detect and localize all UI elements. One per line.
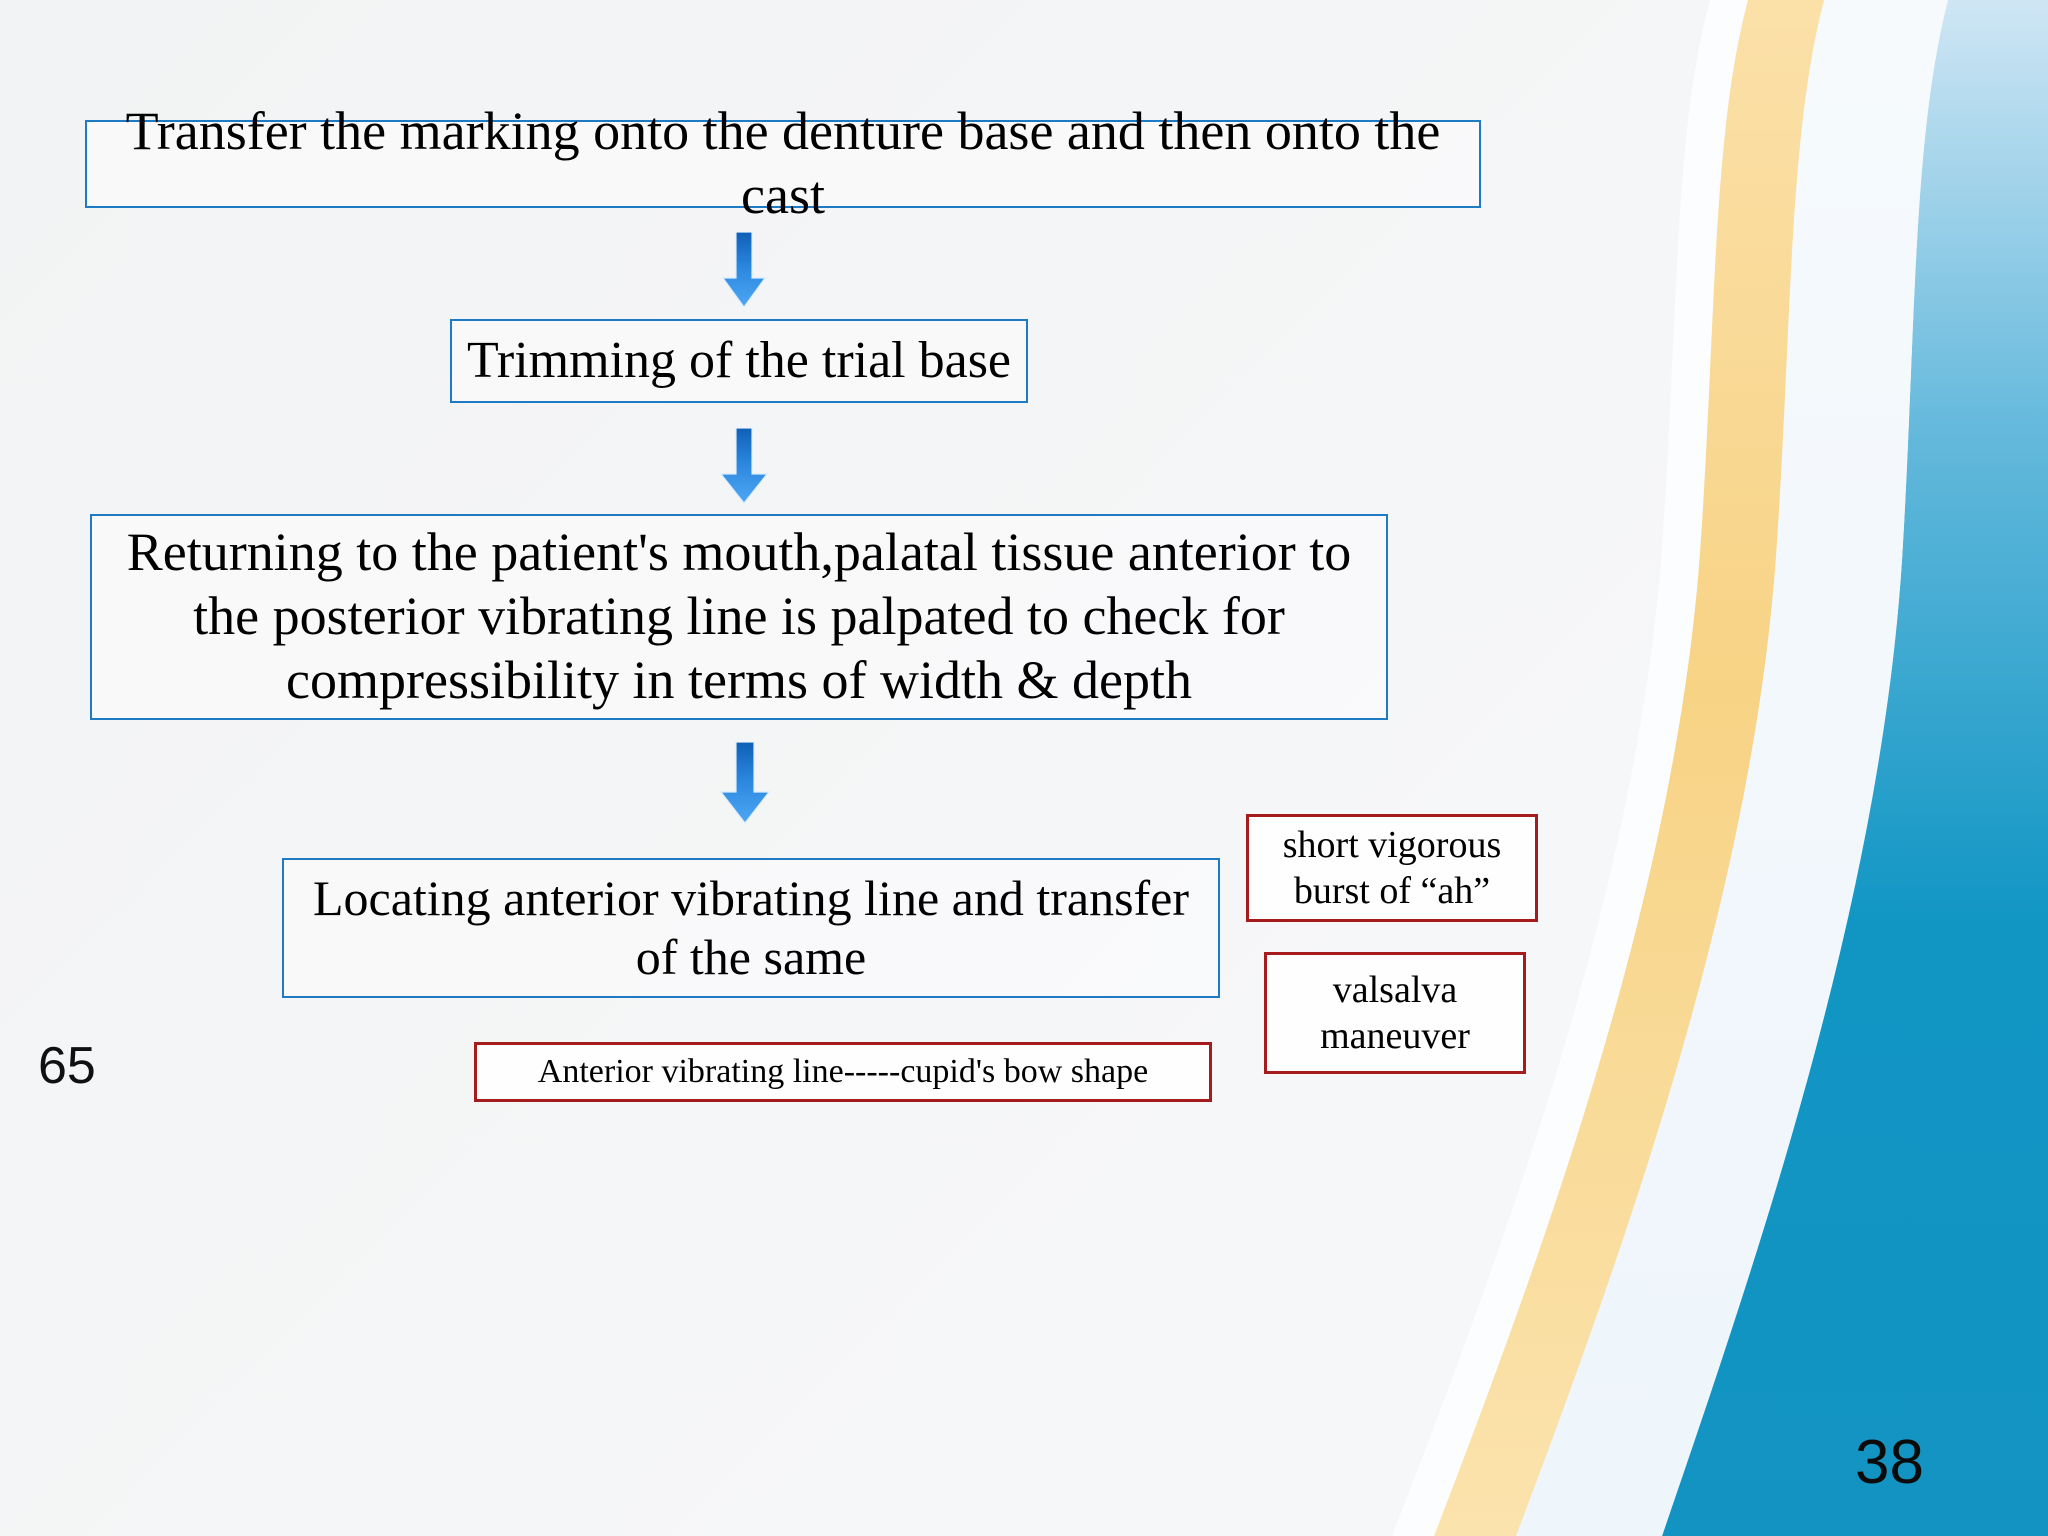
down-arrow-icon-1 bbox=[721, 231, 767, 309]
flow-step-3[interactable]: Returning to the patient's mouth,palatal… bbox=[90, 514, 1388, 720]
annotation-cupids-bow-label: Anterior vibrating line-----cupid's bow … bbox=[537, 1053, 1149, 1091]
down-arrow-icon-3 bbox=[719, 741, 771, 824]
flow-step-4[interactable]: Locating anterior vibrating line and tra… bbox=[282, 858, 1220, 998]
flow-step-2[interactable]: Trimming of the trial base bbox=[450, 319, 1028, 403]
down-arrow-icon-2 bbox=[719, 427, 769, 504]
annotation-cupids-bow[interactable]: Anterior vibrating line-----cupid's bow … bbox=[474, 1042, 1212, 1102]
flow-step-2-label: Trimming of the trial base bbox=[466, 332, 1012, 390]
annotation-valsalva-maneuver[interactable]: valsalva maneuver bbox=[1264, 952, 1526, 1074]
flow-step-4-label: Locating anterior vibrating line and tra… bbox=[312, 870, 1190, 985]
annotation-short-vigorous-burst-label: short vigorous burst of “ah” bbox=[1282, 823, 1502, 912]
annotation-short-vigorous-burst[interactable]: short vigorous burst of “ah” bbox=[1246, 814, 1538, 922]
page-number-right: 38 bbox=[1855, 1428, 1924, 1497]
page-number-left: 65 bbox=[38, 1037, 96, 1095]
flow-step-1-label: Transfer the marking onto the denture ba… bbox=[125, 101, 1441, 225]
flow-step-1[interactable]: Transfer the marking onto the denture ba… bbox=[85, 101, 1481, 225]
annotation-valsalva-maneuver-label: valsalva maneuver bbox=[1320, 968, 1470, 1057]
flow-step-3-label: Returning to the patient's mouth,palatal… bbox=[126, 522, 1352, 710]
